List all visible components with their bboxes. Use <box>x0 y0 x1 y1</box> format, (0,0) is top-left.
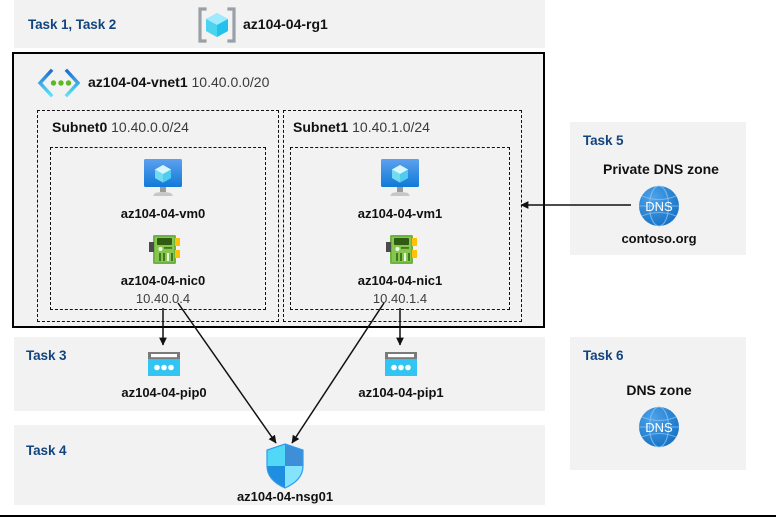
resource-group-icon <box>197 6 237 44</box>
resource-group-panel <box>14 0 545 48</box>
private-dns-zone-name: contoso.org <box>621 231 697 246</box>
vm0-label: az104-04-vm0 <box>120 206 206 221</box>
vnet-header: az104-04-vnet1 10.40.0.0/20 <box>88 74 269 90</box>
network-interface-icon <box>146 233 182 267</box>
pip0-label: az104-04-pip0 <box>121 385 207 400</box>
private-dns-zone-title: Private DNS zone <box>603 161 719 177</box>
nic0-ip: 10.40.0.4 <box>135 291 191 306</box>
task-label-3: Task 3 <box>26 348 67 363</box>
public-ip-address-icon <box>383 350 419 380</box>
public-ip-panel <box>14 337 545 411</box>
pip1-label: az104-04-pip1 <box>358 385 444 400</box>
subnet1-header: Subnet1 10.40.1.0/24 <box>293 119 430 135</box>
dns-zone-icon: DNS <box>633 404 685 450</box>
network-security-group-icon <box>264 442 306 490</box>
resource-group-name-text: az104-04-rg1 <box>243 16 328 32</box>
virtual-network-icon <box>36 68 82 98</box>
vm1-label: az104-04-vm1 <box>357 206 443 221</box>
vnet-cidr: 10.40.0.0/20 <box>191 74 270 90</box>
subnet0-vm-group <box>50 147 266 310</box>
task-label-6: Task 6 <box>583 348 624 363</box>
svg-text:DNS: DNS <box>645 420 673 435</box>
svg-text:DNS: DNS <box>645 199 673 214</box>
virtual-machine-icon <box>378 157 422 199</box>
nic1-label: az104-04-nic1 <box>357 273 443 288</box>
task-label-1-2: Task 1, Task 2 <box>28 17 117 32</box>
resource-group-name: az104-04-rg1 <box>243 16 328 32</box>
vnet-name: az104-04-vnet1 <box>88 74 188 90</box>
network-interface-icon <box>383 233 419 267</box>
dns-zone-panel <box>570 337 746 470</box>
task-label-4: Task 4 <box>26 443 67 458</box>
task-label-5: Task 5 <box>583 133 624 148</box>
nic0-label: az104-04-nic0 <box>120 273 206 288</box>
subnet1-name: Subnet1 <box>293 119 349 135</box>
subnet0-header: Subnet0 10.40.0.0/24 <box>52 119 189 135</box>
subnet1-boundary <box>283 110 522 322</box>
subnet0-cidr: 10.40.0.0/24 <box>111 119 189 135</box>
subnet0-boundary <box>37 110 279 322</box>
dns-zone-title: DNS zone <box>626 382 692 398</box>
dns-zone-icon: DNS <box>633 183 685 229</box>
nic1-ip: 10.40.1.4 <box>372 291 428 306</box>
public-ip-address-icon <box>146 350 182 380</box>
subnet0-name: Subnet0 <box>52 119 108 135</box>
virtual-machine-icon <box>141 157 185 199</box>
subnet1-cidr: 10.40.1.0/24 <box>352 119 430 135</box>
nsg-label: az104-04-nsg01 <box>236 489 334 504</box>
